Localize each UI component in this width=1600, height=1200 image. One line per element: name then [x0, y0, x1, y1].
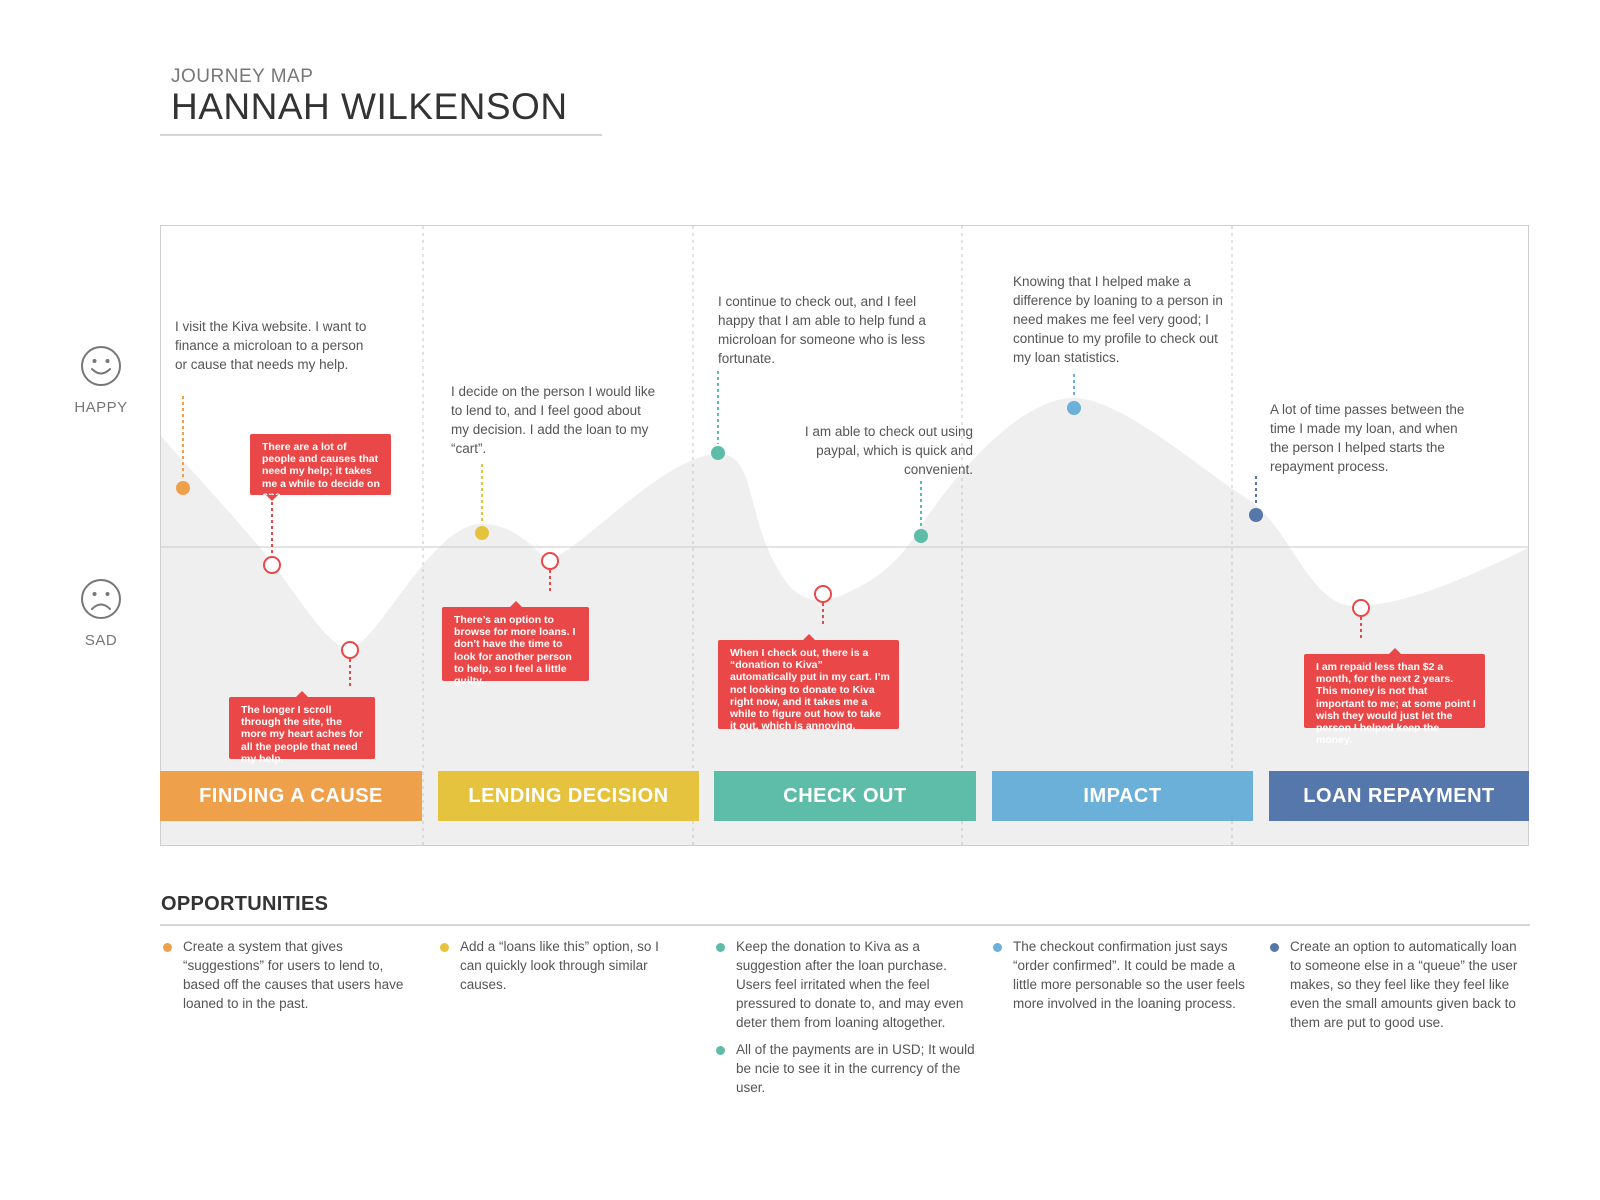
stage-label: FINDING A CAUSE: [199, 784, 383, 807]
painpoint-callout: When I check out, there is a “donation t…: [718, 634, 899, 732]
title-divider: [160, 134, 602, 136]
touchpoint-note: I am able to check out using paypal, whi…: [804, 424, 973, 477]
opportunity-item: Create a system that gives “suggestions”…: [161, 937, 421, 1013]
sad-label: SAD: [84, 632, 118, 649]
touchpoint-marker: [711, 446, 725, 460]
stage-check-out: CHECK OUT: [714, 771, 976, 821]
happy-face-icon: [81, 346, 121, 386]
stage-impact: IMPACT: [992, 771, 1253, 821]
painpoint-marker: [1352, 599, 1370, 617]
opportunity-item: All of the payments are in USD; It would…: [714, 1040, 976, 1097]
stage-label: LENDING DECISION: [468, 784, 669, 807]
touchpoint-note: I visit the Kiva website. I want to fina…: [175, 319, 367, 372]
sad-face-icon: [81, 579, 121, 619]
bullet-dot-icon: [163, 943, 172, 952]
opportunity-item: Keep the donation to Kiva as a suggestio…: [714, 937, 976, 1032]
persona-name: HANNAH WILKENSON: [171, 86, 568, 127]
touchpoint-marker: [914, 529, 928, 543]
emotion-curve-chart: [161, 226, 1528, 845]
painpoint-marker: [814, 585, 832, 603]
painpoint-marker: [341, 641, 359, 659]
journey-map-label: JOURNEY MAP: [171, 66, 314, 87]
touchpoint-note: I continue to check out, and I feel happ…: [718, 294, 926, 366]
stage-label: CHECK OUT: [783, 784, 907, 807]
emotion-curve-area: [161, 397, 1528, 845]
painpoint-callout: I am repaid less than $2 a month, for th…: [1304, 648, 1485, 746]
painpoint-callout: There are a lot of people and causes tha…: [250, 434, 391, 502]
painpoint-marker: [263, 556, 281, 574]
happy-indicator: HAPPY: [51, 345, 151, 416]
bullet-dot-icon: [716, 943, 725, 952]
painpoint-callout: There’s an option to browse for more loa…: [442, 601, 589, 687]
touchpoint-marker: [1249, 508, 1263, 522]
opportunity-column: Create a system that gives “suggestions”…: [161, 937, 421, 1021]
opportunity-column: Create an option to automatically loan t…: [1268, 937, 1530, 1040]
touchpoint-note: A lot of time passes between the time I …: [1270, 402, 1465, 474]
opportunity-item: The checkout confirmation just says “ord…: [991, 937, 1253, 1013]
sad-indicator: SAD: [51, 578, 151, 649]
painpoint-callout: The longer I scroll through the site, th…: [229, 691, 375, 765]
opportunities-heading: OPPORTUNITIES: [161, 893, 329, 915]
stage-loan-repayment: LOAN REPAYMENT: [1269, 771, 1529, 821]
opportunity-column: Keep the donation to Kiva as a suggestio…: [714, 937, 976, 1105]
opportunity-item: Add a “loans like this” option, so I can…: [438, 937, 683, 994]
opportunity-column: The checkout confirmation just says “ord…: [991, 937, 1253, 1021]
stage-label: IMPACT: [1083, 784, 1162, 807]
touchpoint-note: Knowing that I helped make a difference …: [1013, 274, 1223, 365]
opportunity-item: Create an option to automatically loan t…: [1268, 937, 1530, 1032]
touchpoint-note: I decide on the person I would like to l…: [451, 384, 656, 456]
opportunity-column: Add a “loans like this” option, so I can…: [438, 937, 683, 1002]
bullet-dot-icon: [440, 943, 449, 952]
touchpoint-marker: [1067, 401, 1081, 415]
opportunities-divider: [160, 924, 1530, 926]
touchpoint-marker: [475, 526, 489, 540]
bullet-dot-icon: [716, 1046, 725, 1055]
stage-finding-a-cause: FINDING A CAUSE: [160, 771, 422, 821]
stage-label: LOAN REPAYMENT: [1303, 784, 1495, 807]
bullet-dot-icon: [993, 943, 1002, 952]
happy-label: HAPPY: [74, 399, 128, 416]
bullet-dot-icon: [1270, 943, 1279, 952]
touchpoint-marker: [176, 481, 190, 495]
painpoint-marker: [541, 552, 559, 570]
stage-lending-decision: LENDING DECISION: [438, 771, 699, 821]
journey-map-frame: [160, 225, 1529, 846]
